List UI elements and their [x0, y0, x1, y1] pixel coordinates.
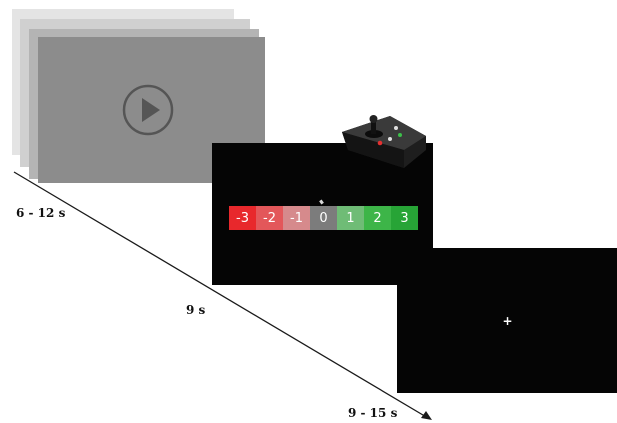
scale-cell: 3: [391, 206, 418, 230]
fixation-cross: +: [502, 313, 513, 328]
scale-cell: 0: [310, 206, 337, 230]
play-icon: [122, 84, 174, 136]
video-duration-label: 6 - 12 s: [16, 206, 66, 220]
fixation-screen: +: [397, 248, 617, 393]
joystick-icon: [342, 115, 426, 168]
scale-cell: 2: [364, 206, 391, 230]
scale-cell: -3: [229, 206, 256, 230]
scale-cell: -2: [256, 206, 283, 230]
rating-duration-label: 9 s: [186, 303, 206, 317]
scale-cell: 1: [337, 206, 364, 230]
scale-cell: -1: [283, 206, 310, 230]
fixation-duration-label: 9 - 15 s: [348, 406, 398, 420]
